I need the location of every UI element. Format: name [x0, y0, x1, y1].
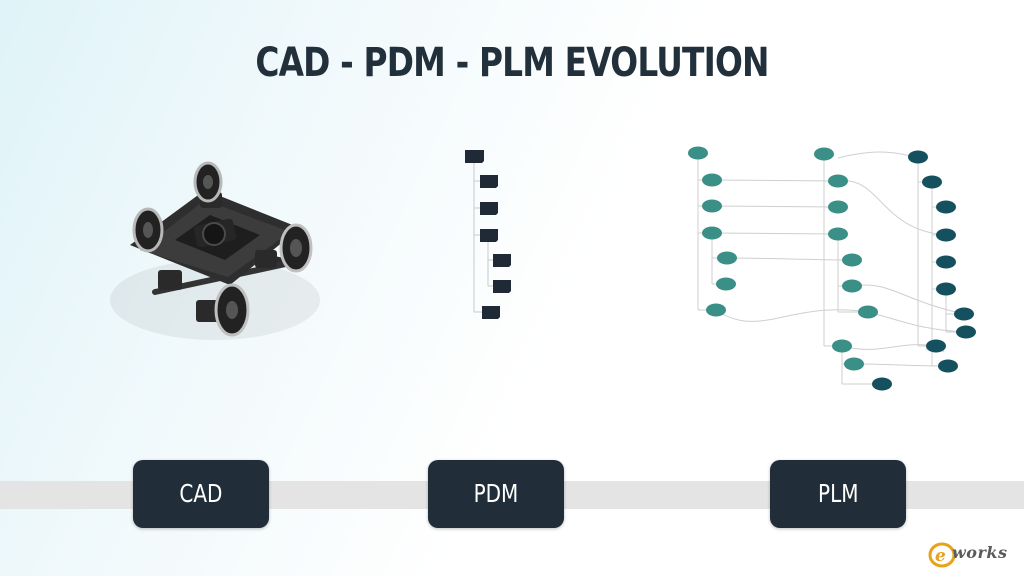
plm-node	[716, 277, 736, 291]
plm-node	[926, 339, 946, 353]
logo-text: works	[952, 543, 1008, 562]
plm-node	[717, 251, 737, 265]
stage-pdm-label: PDM	[473, 479, 519, 508]
plm-node	[858, 305, 878, 319]
plm-node	[828, 200, 848, 214]
plm-node	[954, 307, 974, 321]
plm-node	[936, 200, 956, 214]
bogie-3d-model-icon	[110, 161, 320, 340]
plm-node	[706, 303, 726, 317]
plm-node	[828, 227, 848, 241]
plm-node	[702, 199, 722, 213]
stage-cad[interactable]: CAD	[133, 460, 269, 528]
stage-plm-label: PLM	[817, 479, 859, 508]
plm-node	[702, 173, 722, 187]
plm-node	[842, 253, 862, 267]
plm-node	[938, 359, 958, 373]
plm-node	[936, 228, 956, 242]
plm-node	[842, 279, 862, 293]
stage-pdm[interactable]: PDM	[428, 460, 564, 528]
eworks-logo-icon: e	[928, 542, 956, 568]
plm-node	[936, 255, 956, 269]
plm-node	[956, 325, 976, 339]
logo-mark: e	[935, 546, 946, 566]
plm-node	[832, 339, 852, 353]
plm-nodes	[688, 146, 976, 391]
plm-node	[844, 357, 864, 371]
plm-node	[814, 147, 834, 161]
stage-plm[interactable]: PLM	[770, 460, 906, 528]
plm-node	[702, 226, 722, 240]
plm-node	[872, 377, 892, 391]
plm-node	[828, 174, 848, 188]
plm-node	[936, 282, 956, 296]
plm-node	[908, 150, 928, 164]
plm-node	[688, 146, 708, 160]
pdm-tree-icon	[465, 150, 511, 319]
page-title: CAD - PDM - PLM EVOLUTION	[255, 40, 769, 86]
stage-cad-label: CAD	[179, 479, 223, 508]
plm-node	[922, 175, 942, 189]
